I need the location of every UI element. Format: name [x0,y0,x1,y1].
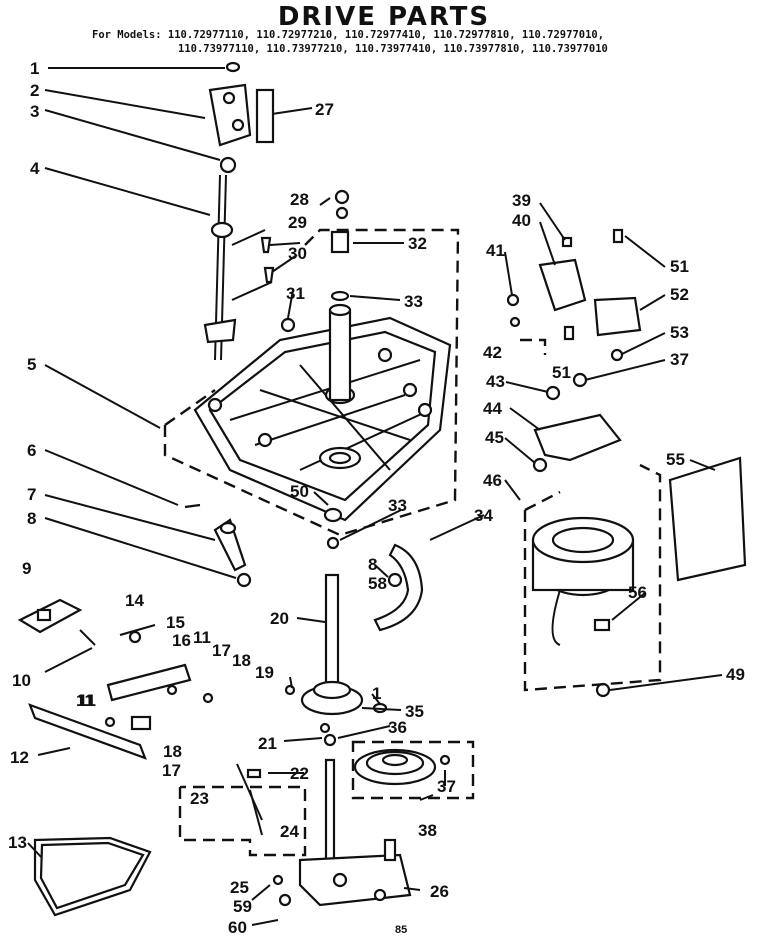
callout: 56 [628,583,647,602]
callout: 13 [8,833,27,852]
callout: 42 [483,343,502,362]
callout: 28 [290,190,309,209]
callout: 11 [193,628,211,647]
callout: 32 [408,234,427,253]
callout: 31 [286,284,305,303]
shift-lever-frame [178,785,307,857]
callout: 33 [388,496,407,515]
callout: 7 [27,485,36,504]
callout: 14 [125,591,144,610]
motor-group-frame [520,338,547,355]
callout: 1 [30,59,39,78]
callout: 45 [485,428,504,447]
center-post [328,189,352,402]
callout: 11 [78,691,96,710]
callout: 10 [12,671,31,690]
models-prefix: For Models: [92,29,162,41]
callout: 39 [512,191,531,210]
callout: 51 [670,257,689,276]
callout: 12 [10,748,29,767]
callout: 41 [486,241,505,260]
models-line-1: 110.72977110, 110.72977210, 110.72977410… [167,29,605,41]
callout: 50 [290,482,309,501]
callout: 6 [27,441,36,460]
callout: 43 [486,372,505,391]
callout: 40 [512,211,531,230]
callout: 55 [666,450,685,469]
callout-labels: 1 2 3 4 5 6 7 8 9 10 11 12 13 14 15 16 1… [8,59,745,937]
base-plate [193,316,452,522]
callout: 25 [230,878,249,897]
model-list: For Models: 110.72977110, 110.72977210, … [92,28,742,56]
callout: 16 [172,631,191,650]
callout: 11 [76,691,94,710]
callout: 38 [418,821,437,840]
base-group-frame [163,228,460,537]
callout: 22 [290,764,309,783]
pulley-group-frame [351,740,475,800]
capacitor-cover [668,456,747,582]
callout: 35 [405,702,424,721]
callout: 37 [437,777,456,796]
callout: 33 [404,292,423,311]
callout: 36 [388,718,407,737]
callout: 21 [258,734,277,753]
callout: 17 [212,641,231,660]
callout: 2 [30,81,39,100]
callout: 26 [430,882,449,901]
callout: 27 [315,100,334,119]
callout: 34 [474,506,493,525]
callout: 17 [162,761,181,780]
models-line-2: 110.73977110, 110.73977210, 110.73977410… [178,43,608,55]
callout: 23 [190,789,209,808]
callout: 44 [483,399,502,418]
page-code: 85 [395,924,407,936]
lower-left-parts [17,503,252,917]
callout: 24 [280,822,299,841]
callout: 49 [726,665,745,684]
callout: 51 [552,363,571,382]
callout: 3 [30,102,39,121]
callout: 29 [288,213,307,232]
callout: 58 [368,574,387,593]
drive-pulley [353,748,451,786]
callout: 5 [27,355,36,374]
callout: 18 [163,742,182,761]
callout: 20 [270,609,289,628]
callout: 30 [288,244,307,263]
linkage-assembly [203,61,296,361]
callout: 52 [670,285,689,304]
callout: 60 [228,918,247,937]
callout: 8 [368,555,377,574]
callout: 18 [232,651,251,670]
callout: 8 [27,509,36,528]
callout: 15 [166,613,185,632]
callout: 4 [30,159,40,178]
page-title: DRIVE PARTS [277,2,491,32]
callout: 9 [22,559,31,578]
leader-lines [27,67,723,926]
motor-assembly [506,228,642,698]
callout: 1 [372,684,381,703]
callout: 19 [255,663,274,682]
drive-shaft-assembly [246,507,412,907]
callout: 59 [233,897,252,916]
callout: 53 [670,323,689,342]
motor-frame [523,463,662,692]
callout: 46 [483,471,502,490]
callout: 37 [670,350,689,369]
hose [373,543,424,632]
